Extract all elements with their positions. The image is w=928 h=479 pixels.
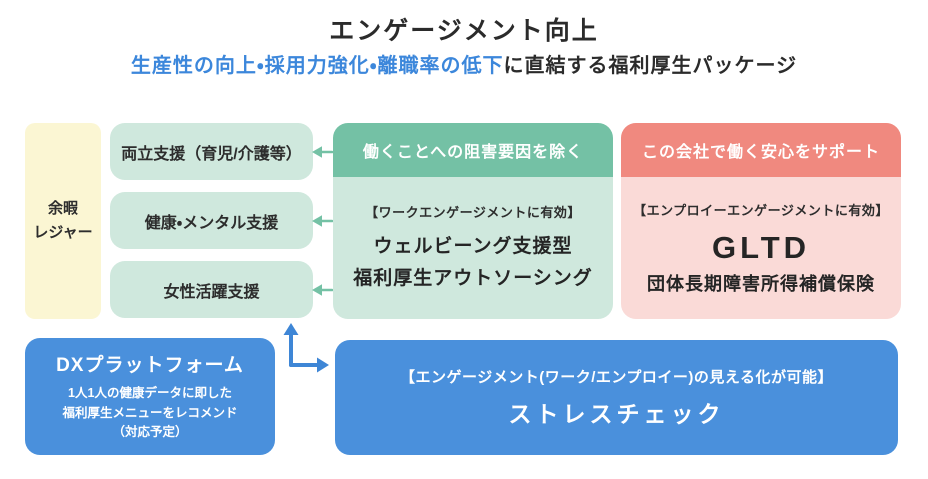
work-card-title-line1: ウェルビーング支援型 xyxy=(373,236,573,258)
dx-desc-line2: 福利厚生メニューをレコメンド xyxy=(62,405,238,420)
employee-card-subtitle: 団体長期障害所得補償保険 xyxy=(647,274,875,295)
page-subtitle: 生産性の向上・採用力強化・離職率の低下に直結する福利厚生パッケージ xyxy=(0,49,928,78)
support-box-health-mental: 健康・メンタル支援 xyxy=(110,192,313,249)
work-card-tag: 【ワークエンゲージメントに有効】 xyxy=(365,205,581,221)
work-card-title-line2: 福利厚生アウトソーシング xyxy=(353,267,593,289)
leisure-label-line2: レジャー xyxy=(33,224,93,241)
leisure-box: 余暇 レジャー xyxy=(25,123,101,319)
left-arrow-icon xyxy=(312,215,334,227)
work-card-body: 【ワークエンゲージメントに有効】 ウェルビーング支援型 福利厚生アウトソーシング xyxy=(333,177,613,319)
stress-check-title: ストレスチェック xyxy=(508,401,725,427)
dx-desc-line3: （対応予定） xyxy=(112,425,188,440)
employee-card-title: GLTD xyxy=(711,229,811,265)
work-engagement-card: 働くことへの阻害要因を除く 【ワークエンゲージメントに有効】 ウェルビーング支援… xyxy=(333,123,613,319)
elbow-up-right-arrow-icon xyxy=(283,323,329,373)
dx-platform-box: DXプラットフォーム 1人1人の健康データに即した 福利厚生メニューをレコメンド… xyxy=(25,338,275,455)
employee-card-header: この会社で働く安心をサポート xyxy=(621,123,901,177)
employee-card-body: 【エンプロイーエンゲージメントに有効】 GLTD 団体長期障害所得補償保険 xyxy=(621,177,901,319)
work-card-header: 働くことへの阻害要因を除く xyxy=(333,123,613,177)
employee-engagement-card: この会社で働く安心をサポート 【エンプロイーエンゲージメントに有効】 GLTD … xyxy=(621,123,901,319)
page-title: エンゲージメント向上 xyxy=(329,17,599,45)
support-box-label: 健康・メンタル支援 xyxy=(144,214,279,232)
support-box-label: 両立支援（育児/介護等） xyxy=(121,145,302,163)
subtitle-rest: に直結する福利厚生パッケージ xyxy=(503,55,798,77)
support-box-label: 女性活躍支援 xyxy=(163,283,260,301)
leisure-label-line1: 余暇 xyxy=(47,200,78,217)
support-box-women: 女性活躍支援 xyxy=(110,261,313,318)
dx-desc-line1: 1人1人の健康データに即した xyxy=(68,386,232,401)
left-arrow-icon xyxy=(312,284,334,296)
support-box-work-life: 両立支援（育児/介護等） xyxy=(110,123,313,180)
employee-card-tag: 【エンプロイーエンゲージメントに有効】 xyxy=(633,202,889,218)
dx-title: DXプラットフォーム xyxy=(56,355,244,377)
left-arrow-icon xyxy=(312,146,334,158)
work-card-title: ウェルビーング支援型 福利厚生アウトソーシング xyxy=(353,231,593,294)
stress-check-box: 【エンゲージメント(ワーク/エンプロイー)の見える化が可能】 ストレスチェック xyxy=(335,340,898,455)
stress-check-tag: 【エンゲージメント(ワーク/エンプロイー)の見える化が可能】 xyxy=(400,369,833,386)
subtitle-highlight: 生産性の向上・採用力強化・離職率の低下 xyxy=(130,55,504,77)
